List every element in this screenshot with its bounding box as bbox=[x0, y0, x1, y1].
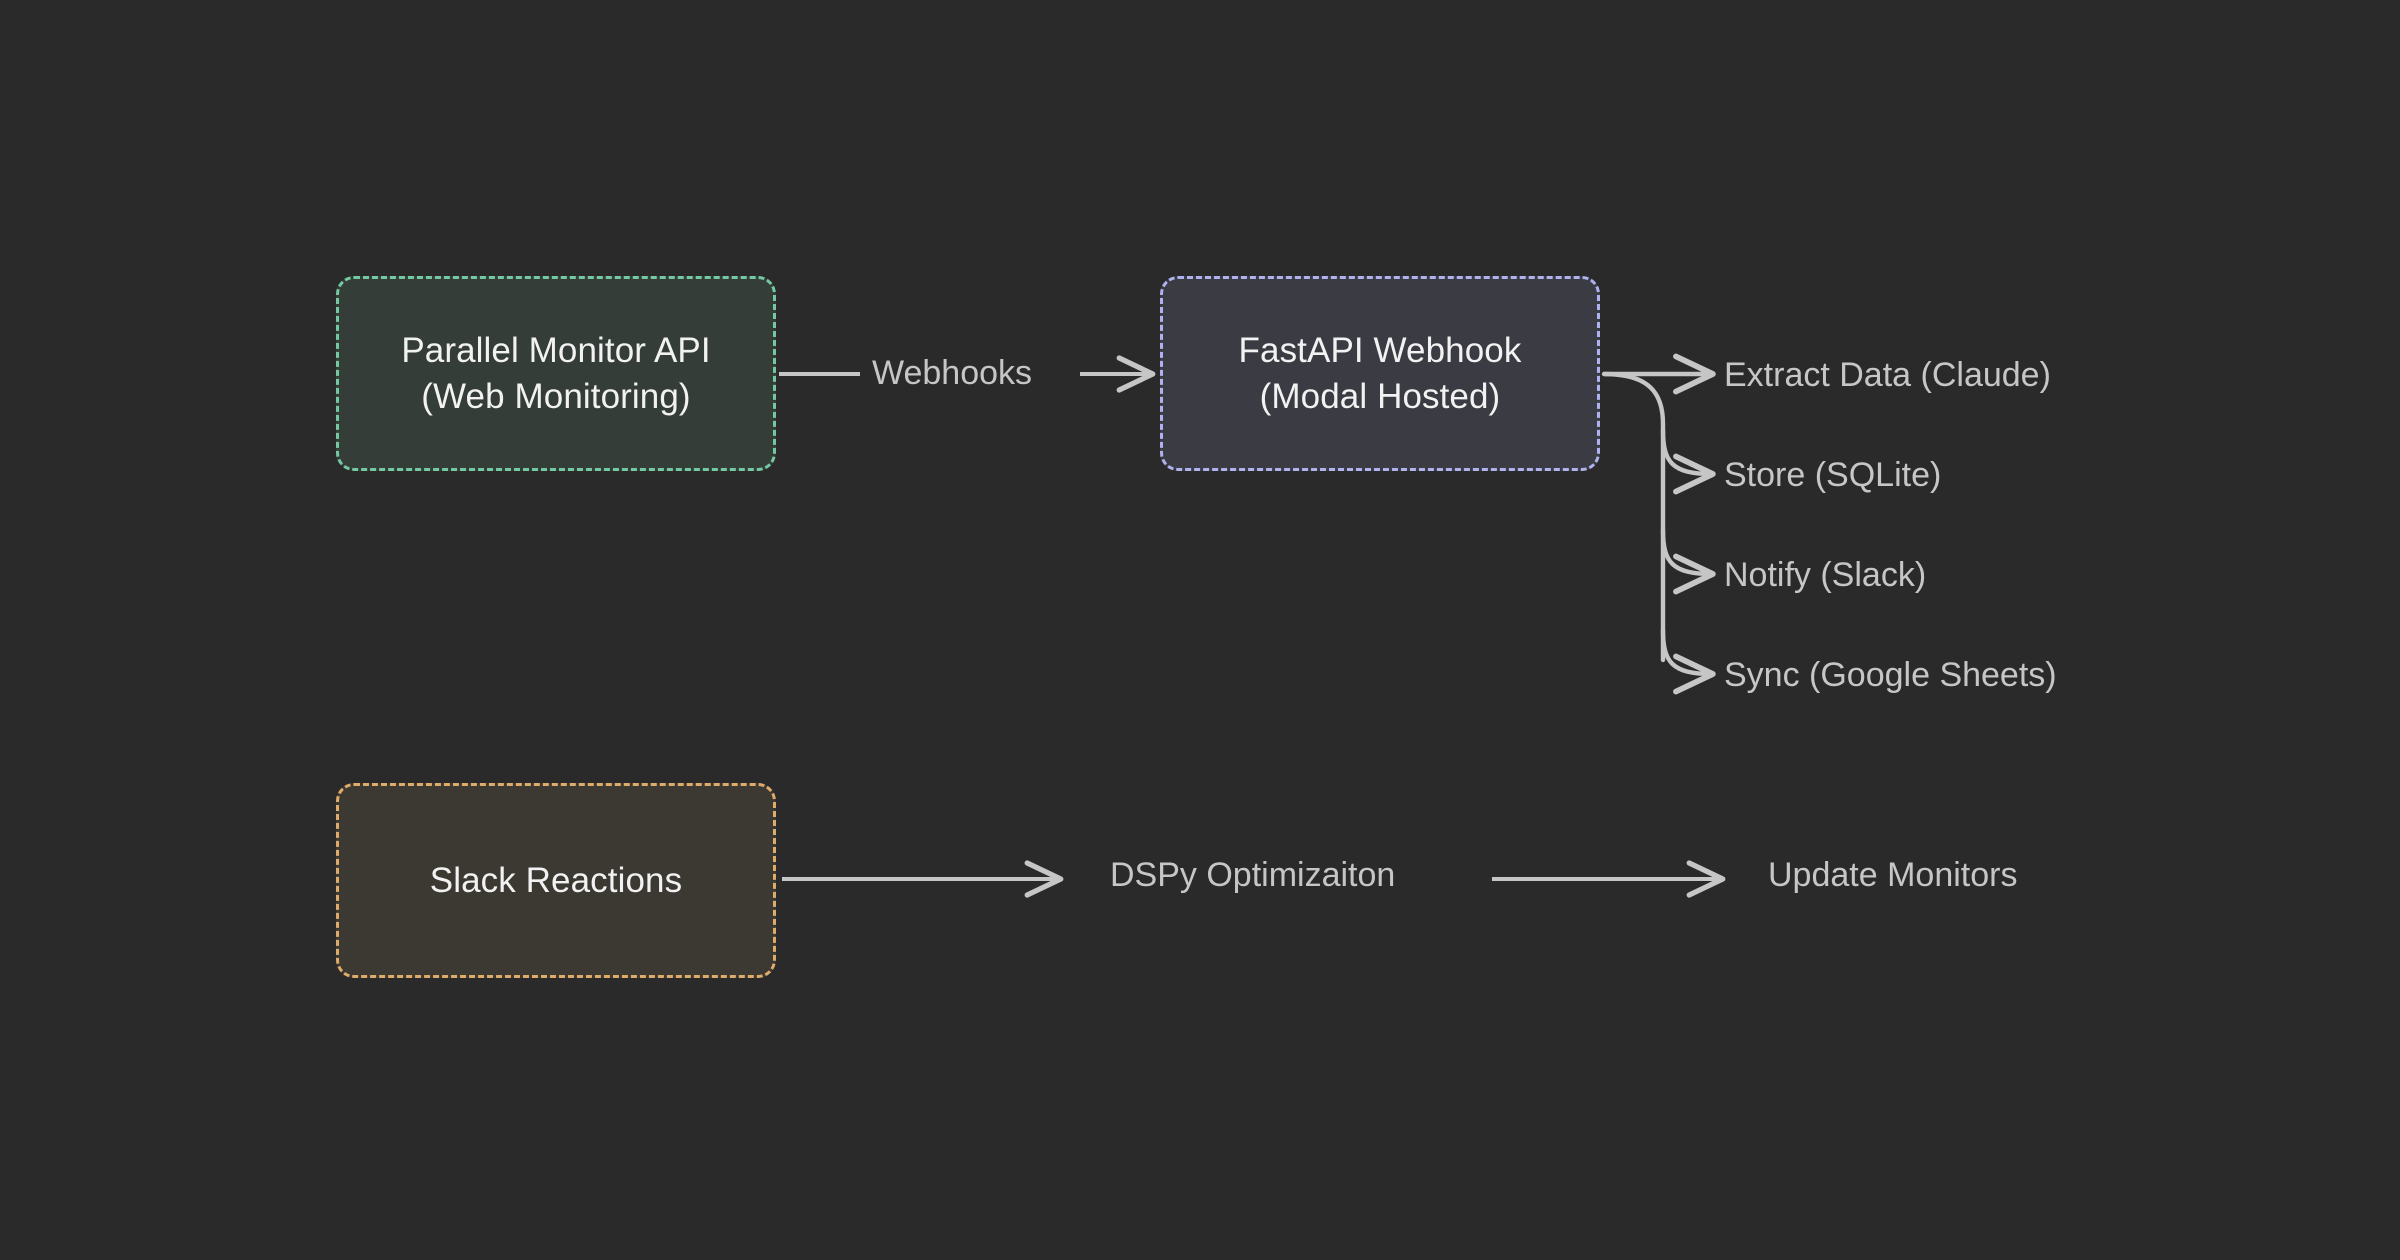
edge-label-update-monitors: Update Monitors bbox=[1768, 856, 2018, 894]
edge-label-dspy-optimization: DSPy Optimizaiton bbox=[1110, 856, 1396, 894]
node-title-line1: Parallel Monitor API bbox=[401, 331, 711, 370]
node-slack-reactions[interactable]: Slack Reactions bbox=[336, 783, 776, 978]
node-title-line2: (Modal Hosted) bbox=[1259, 376, 1501, 416]
branch-label-extract-data: Extract Data (Claude) bbox=[1724, 356, 2051, 394]
node-title-line1: Slack Reactions bbox=[429, 860, 683, 900]
branch-label-store: Store (SQLite) bbox=[1724, 456, 1942, 494]
edge-label-webhooks: Webhooks bbox=[872, 354, 1033, 392]
node-parallel-monitor-api[interactable]: Parallel Monitor API (Web Monitoring) bbox=[336, 276, 776, 471]
branch-label-notify: Notify (Slack) bbox=[1724, 556, 1927, 594]
node-title-line2: (Web Monitoring) bbox=[421, 376, 691, 416]
branch-label-sync: Sync (Google Sheets) bbox=[1724, 656, 2057, 694]
node-fastapi-webhook[interactable]: FastAPI Webhook (Modal Hosted) bbox=[1160, 276, 1600, 471]
node-title-line1: FastAPI Webhook bbox=[1238, 331, 1522, 370]
